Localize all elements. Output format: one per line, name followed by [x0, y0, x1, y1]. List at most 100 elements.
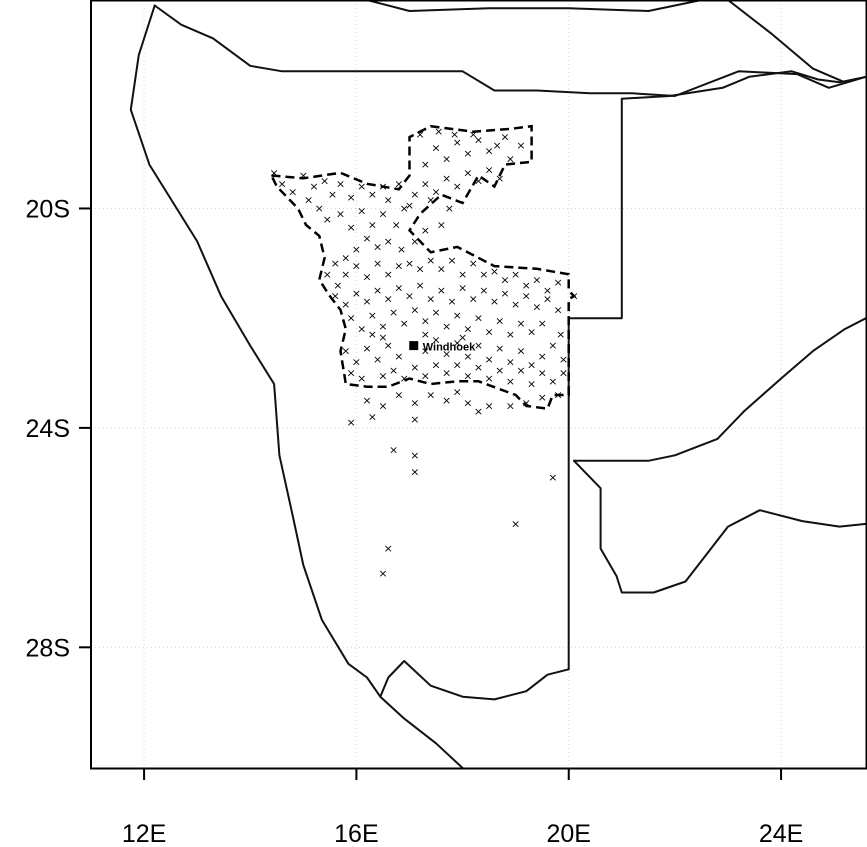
- data-point: ×: [469, 257, 478, 270]
- data-point: ×: [299, 169, 308, 182]
- study-area-boundary: [269, 124, 577, 411]
- data-point: ×: [548, 339, 557, 352]
- data-point: ×: [474, 339, 483, 352]
- data-point: ×: [474, 312, 483, 325]
- data-point: ×: [527, 358, 536, 371]
- data-point: ×: [479, 268, 488, 281]
- data-point: ×: [463, 323, 472, 336]
- observation-points: ××××××××××××××××××××××××××××××××××××××××…: [270, 125, 579, 580]
- data-point: ×: [331, 257, 340, 270]
- data-point: ×: [569, 290, 578, 303]
- data-point: ×: [500, 273, 509, 286]
- data-point: ×: [368, 328, 377, 341]
- data-point: ×: [331, 290, 340, 303]
- data-point: ×: [426, 388, 435, 401]
- data-point: ×: [405, 257, 414, 270]
- data-point: ×: [516, 345, 525, 358]
- country-boundaries: [129, 0, 867, 769]
- city-marker: [409, 341, 419, 351]
- y-tick-label: 20S: [26, 195, 70, 223]
- data-point: ×: [352, 243, 361, 256]
- data-point: ×: [288, 186, 297, 199]
- data-point: ×: [442, 367, 451, 380]
- data-point: ×: [421, 369, 430, 382]
- boundary-line-4: [379, 660, 570, 701]
- boundary-line-0: [129, 4, 464, 769]
- data-point: ×: [559, 353, 568, 366]
- data-point: ×: [378, 331, 387, 344]
- data-point: ×: [426, 254, 435, 267]
- data-point: ×: [416, 128, 425, 141]
- data-point: ×: [437, 262, 446, 275]
- data-point: ×: [328, 188, 337, 201]
- data-point: ×: [469, 128, 478, 141]
- data-point: ×: [304, 194, 313, 207]
- x-tick-label: 24E: [759, 820, 803, 847]
- data-point: ×: [492, 139, 501, 152]
- data-point: ×: [426, 292, 435, 305]
- data-point: ×: [548, 471, 557, 484]
- data-point: ×: [421, 345, 430, 358]
- boundary-line-6: [573, 317, 867, 462]
- data-point: ×: [479, 284, 488, 297]
- data-point: ×: [516, 317, 525, 330]
- data-point: ×: [431, 142, 440, 155]
- data-point: ×: [447, 295, 456, 308]
- data-point: ×: [378, 320, 387, 333]
- data-point: ×: [474, 133, 483, 146]
- data-point: ×: [426, 194, 435, 207]
- boundary-line-7: [573, 459, 867, 594]
- data-point: ×: [373, 240, 382, 253]
- data-point: ×: [538, 317, 547, 330]
- data-point: ×: [346, 416, 355, 429]
- data-point: ×: [485, 144, 494, 157]
- data-point: ×: [495, 314, 504, 327]
- data-point: ×: [410, 303, 419, 316]
- data-point: ×: [453, 309, 462, 322]
- data-point: ×: [442, 347, 451, 360]
- data-point: ×: [485, 399, 494, 412]
- data-point: ×: [357, 205, 366, 218]
- data-point: ×: [506, 328, 515, 341]
- data-point: ×: [495, 172, 504, 185]
- data-point: ×: [554, 303, 563, 316]
- data-point: ×: [522, 279, 531, 292]
- data-point: ×: [431, 306, 440, 319]
- data-point: ×: [527, 378, 536, 391]
- data-point: ×: [469, 292, 478, 305]
- data-point: ×: [357, 180, 366, 193]
- data-point: ×: [378, 207, 387, 220]
- data-point: ×: [445, 202, 454, 215]
- data-point: ×: [384, 268, 393, 281]
- data-point: ×: [384, 292, 393, 305]
- data-point: ×: [357, 323, 366, 336]
- study-area-boundary-group: [269, 124, 577, 411]
- data-point: ×: [442, 153, 451, 166]
- data-point: ×: [485, 372, 494, 385]
- data-point: ×: [341, 345, 350, 358]
- data-point: ×: [400, 317, 409, 330]
- data-point: ×: [341, 298, 350, 311]
- map-frame: [90, 0, 867, 770]
- data-point: ×: [384, 194, 393, 207]
- data-point: ×: [341, 268, 350, 281]
- data-point: ×: [410, 465, 419, 478]
- data-point: ×: [410, 413, 419, 426]
- data-point: ×: [474, 405, 483, 418]
- data-point: ×: [495, 364, 504, 377]
- data-point: ×: [458, 268, 467, 281]
- gridlines: [91, 0, 866, 768]
- data-point: ×: [352, 287, 361, 300]
- data-point: ×: [410, 235, 419, 248]
- data-point: ×: [309, 180, 318, 193]
- data-point: ×: [341, 251, 350, 264]
- data-point: ×: [389, 306, 398, 319]
- data-point: ×: [362, 232, 371, 245]
- x-tick-label: 16E: [334, 820, 378, 847]
- data-point: ×: [315, 202, 324, 215]
- data-point: ×: [543, 284, 552, 297]
- data-point: ×: [511, 268, 520, 281]
- data-point: ×: [431, 358, 440, 371]
